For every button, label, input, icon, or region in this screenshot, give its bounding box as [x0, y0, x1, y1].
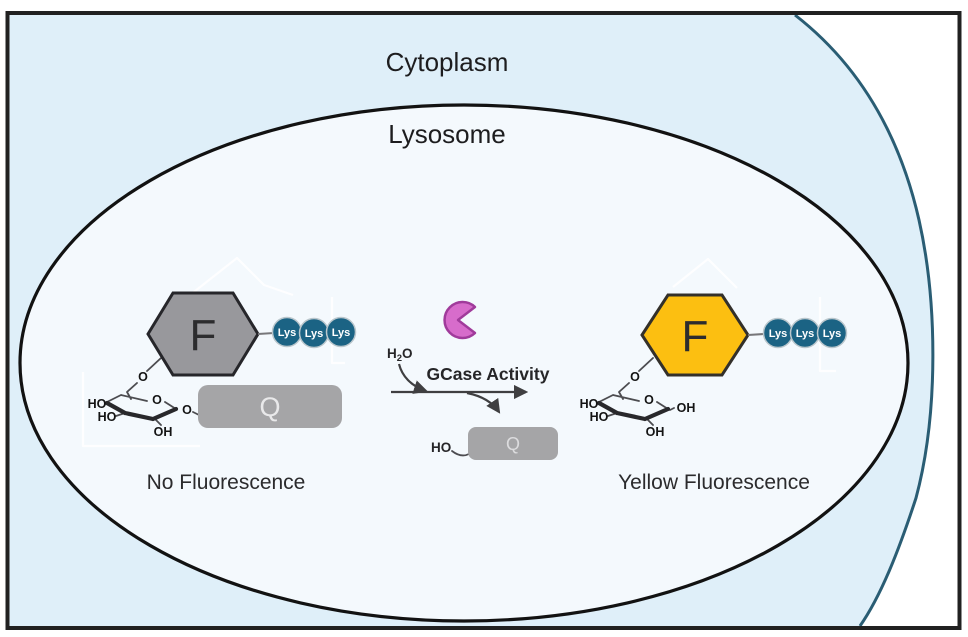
- water-entry-arrow: [397, 363, 429, 394]
- substrate-caption: No Fluorescence: [147, 471, 306, 494]
- substrate-o6-label: O: [138, 370, 148, 384]
- quenched-substrate-molecule: O O HO HO OH O F Lys Lys Lys Q No Fluore…: [81, 256, 357, 494]
- product-ring-o-label: O: [644, 393, 654, 407]
- fluorescent-product-molecule: O O HO HO OH OH F Lys Lys Lys Yellow Flu…: [580, 257, 848, 494]
- product-oh-anomeric-label: OH: [677, 401, 696, 415]
- cytoplasm-label: Cytoplasm: [386, 47, 509, 77]
- product-oh-bottom-label: OH: [646, 425, 665, 439]
- lysine-bead-label: Lys: [332, 327, 351, 339]
- product-ho-label: HO: [431, 440, 451, 455]
- lysine-linker-bond: [257, 332, 275, 335]
- reaction-label: GCase Activity: [427, 364, 550, 384]
- product-o6-label: O: [630, 370, 640, 384]
- product-sugar-bonds-thin: [598, 357, 675, 426]
- cell-frame-border: [5, 11, 962, 630]
- lysine-linker-bond: [747, 333, 765, 336]
- substrate-ring-o-label: O: [152, 393, 162, 407]
- lysine-bead: [325, 316, 357, 348]
- reaction-scheme: H2O GCase Activity HO Q: [387, 300, 558, 460]
- water-label: H2O: [387, 346, 413, 364]
- substrate-ho-top-label: HO: [88, 397, 107, 411]
- lysine-bead-label: Lys: [823, 328, 842, 340]
- released-quencher-box: [468, 427, 558, 460]
- product-glucose-moiety: O O HO HO OH OH: [580, 357, 696, 439]
- released-quencher-letter: Q: [506, 434, 520, 454]
- product-ho-top-label: HO: [580, 397, 599, 411]
- substrate-glucose-moiety: O O HO HO OH O: [88, 357, 202, 439]
- attached-quencher-letter: Q: [259, 392, 280, 422]
- substrate-sugar-bonds-thin: [106, 357, 202, 426]
- lysosome-membrane: [18, 103, 910, 623]
- product-caption: Yellow Fluorescence: [618, 471, 810, 494]
- product-ho-bottom-label: HO: [590, 410, 609, 424]
- substrate-ho-bottom-label: HO: [98, 410, 117, 424]
- product-sugar-bonds-bold: [596, 400, 671, 422]
- substrate-halo-outline: [81, 256, 345, 448]
- quencher-release-arrow: [466, 391, 501, 414]
- product-halo-outline: [672, 257, 836, 373]
- substrate-lysine-chain: Lys Lys Lys: [257, 316, 357, 349]
- product-lysine-chain: Lys Lys Lys: [747, 317, 848, 349]
- attached-quencher-box: [198, 385, 342, 428]
- released-quencher-product: HO Q: [431, 427, 558, 460]
- substrate-sugar-bonds-bold: [104, 400, 179, 422]
- active-fluorophore-letter: F: [682, 312, 709, 361]
- lysine-bead-label: Lys: [769, 328, 788, 340]
- lysine-bead: [816, 317, 848, 349]
- lysosome-label: Lysosome: [388, 119, 506, 149]
- cell-membrane: [794, 13, 935, 627]
- lysine-bead-label: Lys: [796, 328, 815, 340]
- gcase-enzyme-icon: [443, 300, 477, 340]
- lysine-bead-label: Lys: [278, 327, 297, 339]
- substrate-oh-bottom-label: OH: [154, 425, 173, 439]
- product-ho-bond: [451, 450, 470, 457]
- lysine-bead-label: Lys: [305, 328, 324, 340]
- substrate-glycosidic-o-label: O: [182, 403, 192, 417]
- quenched-fluorophore-letter: F: [190, 311, 217, 360]
